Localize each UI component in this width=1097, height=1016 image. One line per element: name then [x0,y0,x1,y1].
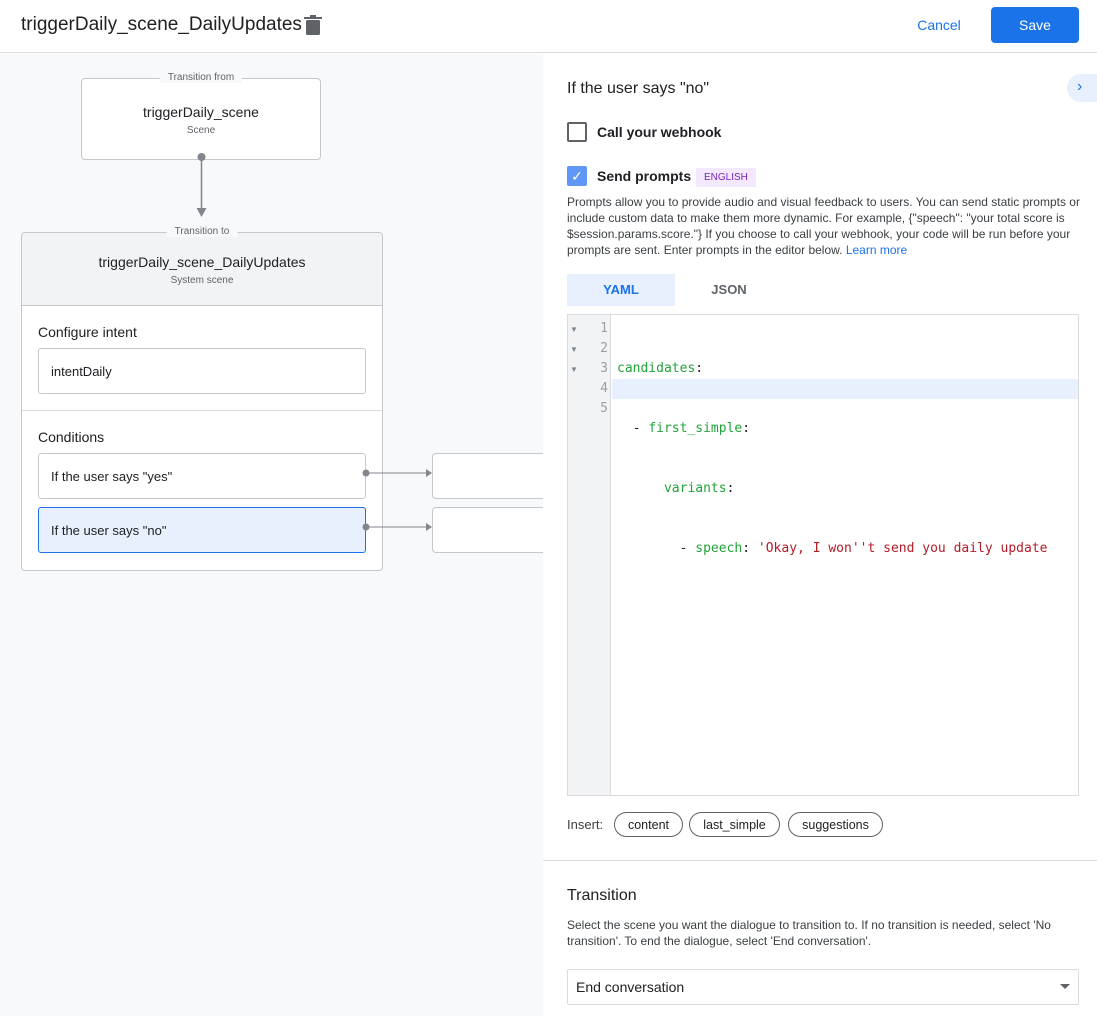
insert-chip-suggestions[interactable]: suggestions [788,812,883,837]
language-badge: ENGLISH [696,168,756,187]
panel-title: If the user says "no" [567,80,710,97]
transition-from-node[interactable]: Transition from triggerDaily_scene Scene [81,72,321,160]
tab-yaml[interactable]: YAML [567,274,675,306]
send-prompts-label: Send prompts [597,168,692,184]
condition-yes[interactable]: If the user says "yes" [38,453,366,499]
code-line-4: - speech: 'Okay, I won''t send you daily… [679,541,1048,556]
description-text: Prompts allow you to provide audio and v… [567,195,1080,257]
to-scene-type: System scene [170,275,234,286]
target-node-no[interactable] [432,507,543,553]
transition-from-legend: Transition from [159,72,243,83]
fold-icons[interactable]: ▼▼▼ [570,325,578,374]
condition-no[interactable]: If the user says "no" [38,507,366,553]
code-line-2: - first_simple: [632,421,751,436]
collapse-panel-chevron-icon[interactable]: › [1067,74,1097,102]
webhook-label: Call your webhook [597,124,722,140]
conditions-label: Conditions [38,429,105,445]
condition-connectors [362,469,432,531]
from-scene-name: triggerDaily_scene [143,104,259,120]
code-line-5 [617,599,1077,619]
header: triggerDaily_scene_DailyUpdates Cancel S… [0,0,1097,53]
webhook-checkbox[interactable] [567,122,587,142]
target-node-yes[interactable] [432,453,543,499]
from-scene-type: Scene [186,125,216,136]
flow-canvas[interactable]: Transition from triggerDaily_scene Scene… [0,54,543,1016]
to-scene-name: triggerDaily_scene_DailyUpdates [98,254,306,270]
page-title: triggerDaily_scene_DailyUpdates [21,14,302,35]
save-button[interactable]: Save [991,7,1079,43]
tab-json[interactable]: JSON [711,282,747,297]
trash-icon[interactable] [304,15,322,35]
transition-description: Select the scene you want the dialogue t… [567,918,1051,948]
transition-to-node: Transition to triggerDaily_scene_DailyUp… [21,226,383,571]
code-lines: candidates: - first_simple: variants: - … [617,319,1077,659]
prompts-description: Prompts allow you to provide audio and v… [567,194,1083,258]
editor-gutter [568,315,611,795]
send-prompts-checkbox[interactable]: ✓ [567,166,587,186]
insert-label: Insert: [567,817,604,832]
code-line-3: variants: [663,481,735,496]
insert-chip-content[interactable]: content [614,812,683,837]
transition-arrow [196,153,207,217]
transition-selected-value: End conversation [576,979,685,995]
cancel-button[interactable]: Cancel [904,7,974,43]
dropdown-arrow-icon [1060,984,1070,994]
transition-to-legend: Transition to [166,226,238,237]
transition-title: Transition [567,887,637,904]
configure-intent-label: Configure intent [38,324,137,340]
transition-select[interactable]: End conversation [567,969,1079,1005]
detail-panel: › If the user says "no" Call your webhoo… [543,54,1097,1016]
to-node-header[interactable]: Transition to triggerDaily_scene_DailyUp… [22,226,382,306]
learn-more-link[interactable]: Learn more [845,243,908,257]
active-line-highlight [612,379,1078,399]
insert-chip-last-simple[interactable]: last_simple [689,812,780,837]
code-line-1: candidates: [617,361,704,376]
intent-box[interactable]: intentDaily [38,348,366,394]
